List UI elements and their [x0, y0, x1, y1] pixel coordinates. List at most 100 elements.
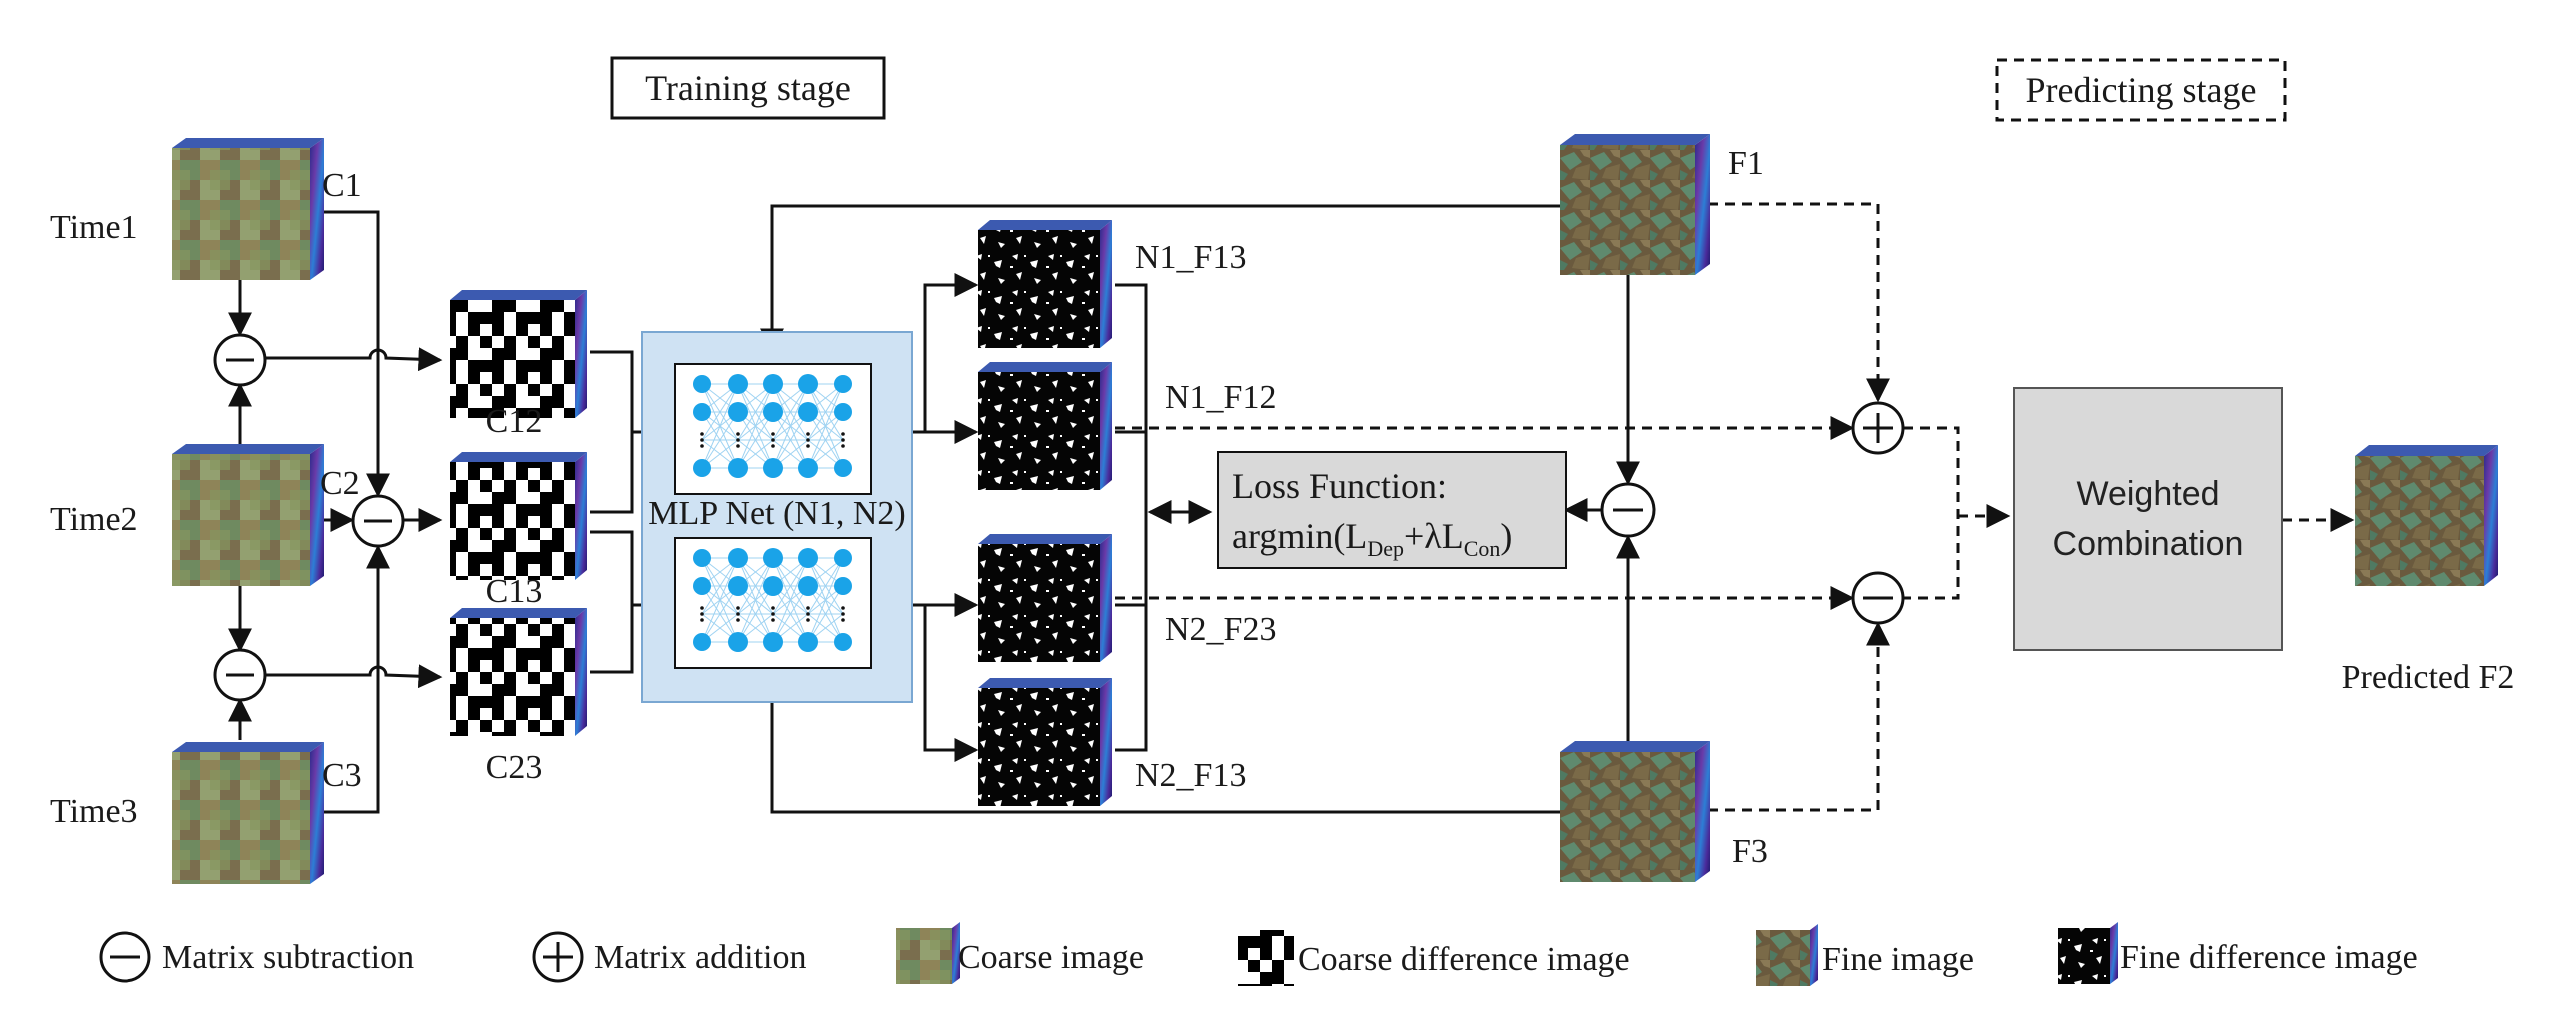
c23-label: C23	[486, 749, 543, 786]
mlp-n1-edge	[701, 383, 739, 441]
mlp-n2-edge	[701, 585, 739, 643]
time2-label: Time2	[50, 501, 138, 538]
mlp-n1-ellipsis-dot	[841, 438, 845, 442]
mlp-n2-neuron	[834, 577, 852, 595]
mlp-n2-edge	[772, 585, 809, 643]
legend-coarse: Coarse image	[896, 922, 1144, 984]
mlp-n1-ellipsis-dot	[771, 444, 775, 448]
predicted-f2-label: Predicted F2	[2342, 659, 2515, 696]
mlp-n2-ellipsis-dot	[806, 612, 810, 616]
mlp-n1-neuron	[728, 374, 748, 394]
weighted-line1: Weighted	[2076, 475, 2219, 513]
legend-coarse-diff-label: Coarse difference image	[1298, 941, 1630, 978]
mlp-n2-edge	[807, 557, 844, 643]
mlp-n2-ellipsis-dot	[736, 618, 740, 622]
mlp-n1-edge	[737, 383, 774, 441]
coarse-image-time1	[172, 138, 324, 280]
loss-formula: argmin(LDep+λLCon)	[1232, 516, 1512, 561]
mlp-n2-edge	[772, 557, 809, 643]
mlp-n1-neuron	[798, 458, 818, 478]
mlp-n1-ellipsis-dot	[771, 432, 775, 436]
mlp-n1-edge	[737, 411, 774, 469]
mlp-n1-neuron	[693, 459, 711, 477]
legend-fine-diff-label: Fine difference image	[2120, 939, 2418, 976]
weighted-combination-box: Weighted Combination	[2013, 387, 2283, 651]
mlp-n1-ellipsis-dot	[806, 438, 810, 442]
fine-diff-image-n2-f13	[978, 678, 1112, 806]
mlp-n1-neuron	[693, 403, 711, 421]
mlp-n2-edge	[737, 557, 774, 643]
mlp-n2-neuron	[798, 632, 818, 652]
mlp-n2-neuron	[763, 632, 783, 652]
mlp-n1-edge	[737, 383, 774, 469]
mlp-n2-neuron	[798, 548, 818, 568]
mlp-n2-edge	[737, 557, 774, 615]
fine-diff-image-n1-f12	[978, 362, 1112, 490]
fine-diff-image-n2-f23	[978, 534, 1112, 662]
mlp-n1-edge	[772, 383, 809, 469]
legend-fine: Fine image	[1756, 924, 1974, 986]
mlp-n1-ellipsis-dot	[806, 432, 810, 436]
mlp-n2-ellipsis-dot	[806, 606, 810, 610]
mlp-n2-neuron	[693, 577, 711, 595]
connectors	[228, 204, 1640, 814]
legend-coarse-label: Coarse image	[958, 939, 1144, 976]
f1-label: F1	[1728, 145, 1764, 182]
mlp-n2-edge	[701, 557, 739, 643]
mlp-n2-edge	[807, 585, 844, 643]
legend-addition: Matrix addition	[532, 931, 806, 983]
mlp-n1-neuron	[834, 403, 852, 421]
training-stage-box: Training stage	[610, 56, 886, 120]
coarse-image-time3	[172, 742, 324, 884]
mlp-n2-ellipsis-dot	[806, 618, 810, 622]
mlp-n1-edge	[807, 411, 844, 469]
fine-image-f1	[1560, 134, 1710, 275]
addition-operator-predict	[1851, 401, 1905, 455]
legend-subtraction: Matrix subtraction	[99, 931, 414, 983]
n2-f13-label: N2_F13	[1135, 757, 1246, 794]
mlp-n1-neuron	[834, 375, 852, 393]
mlp-n2-neuron	[763, 576, 783, 596]
mlp-n2-ellipsis-dot	[736, 612, 740, 616]
mlp-n2-ellipsis-dot	[771, 618, 775, 622]
mlp-n2-ellipsis-dot	[841, 612, 845, 616]
predicting-stage-label: Predicting stage	[2026, 70, 2257, 110]
fine-diff-image-n1-f13	[978, 220, 1112, 348]
time1-label: Time1	[50, 209, 138, 246]
mlp-n2-neuron	[834, 633, 852, 651]
mlp-n2-neuron	[798, 576, 818, 596]
mlp-n2-ellipsis-dot	[771, 606, 775, 610]
time3-label: Time3	[50, 793, 138, 830]
subtraction-operator-predict	[1851, 571, 1905, 625]
mlp-n2-ellipsis-dot	[841, 606, 845, 610]
mlp-n1-edge	[772, 383, 809, 441]
mlp-n1-neuron	[763, 374, 783, 394]
mlp-n2-ellipsis-dot	[736, 606, 740, 610]
mlp-n2-edge	[772, 557, 809, 615]
mlp-n1-edge	[807, 383, 844, 441]
loss-function-box: Loss Function: argmin(LDep+λLCon)	[1217, 451, 1567, 569]
mlp-panel: MLP Net (N1, N2)	[641, 331, 913, 703]
mlp-n2-neuron	[728, 576, 748, 596]
subtraction-operator-c13	[351, 494, 405, 548]
mlp-n2-neuron	[728, 548, 748, 568]
c13-label: C13	[486, 573, 543, 610]
mlp-n1-ellipsis-dot	[700, 438, 704, 442]
c2-label: C2	[320, 465, 360, 502]
mlp-n2-ellipsis-dot	[771, 612, 775, 616]
c12-label: C12	[486, 403, 543, 440]
coarse-diff-image-c23	[450, 608, 587, 736]
mlp-n2-ellipsis-dot	[700, 618, 704, 622]
mlp-n1-neuron	[693, 375, 711, 393]
mlp-n1-edge	[807, 383, 844, 469]
mlp-n2-neuron	[693, 633, 711, 651]
predicting-connectors	[1115, 202, 2355, 812]
mlp-n1-edge	[772, 411, 809, 469]
mlp-n1-ellipsis-dot	[700, 432, 704, 436]
coarse-diff-image-c12	[450, 290, 587, 418]
subtraction-operator-c12	[213, 333, 267, 387]
mlp-n1-neuron	[798, 374, 818, 394]
mlp-n2-edge	[807, 557, 844, 615]
mlp-n2-ellipsis-dot	[700, 612, 704, 616]
